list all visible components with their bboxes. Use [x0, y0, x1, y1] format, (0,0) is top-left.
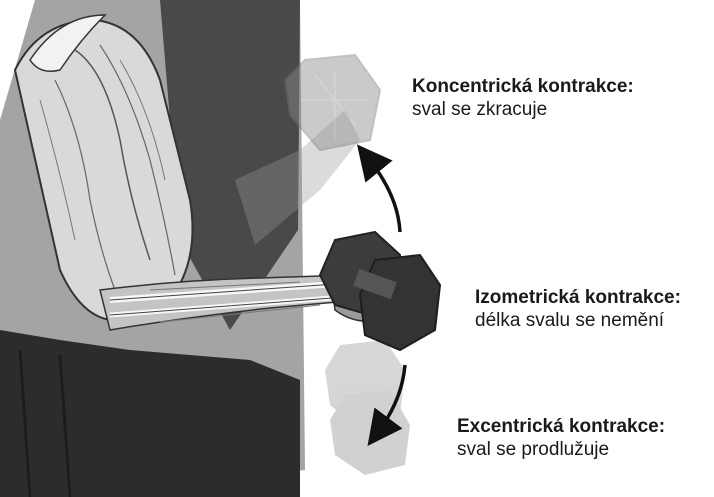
- isometric-description: délka svalu se nemění: [475, 310, 681, 333]
- concentric-contraction-label: Koncentrická kontrakce: sval se zkracuje: [412, 76, 634, 122]
- eccentric-description: sval se prodlužuje: [457, 439, 665, 462]
- concentric-title: Koncentrická kontrakce:: [412, 76, 634, 99]
- concentric-description: sval se zkracuje: [412, 99, 634, 122]
- eccentric-title: Excentrická kontrakce:: [457, 416, 665, 439]
- eccentric-contraction-label: Excentrická kontrakce: sval se prodlužuj…: [457, 416, 665, 462]
- isometric-title: Izometrická kontrakce:: [475, 287, 681, 310]
- dumbbell-main: [320, 232, 440, 350]
- arrow-up: [368, 158, 400, 232]
- isometric-contraction-label: Izometrická kontrakce: délka svalu se ne…: [475, 287, 681, 333]
- dumbbell-lowered-ghost: [325, 340, 410, 475]
